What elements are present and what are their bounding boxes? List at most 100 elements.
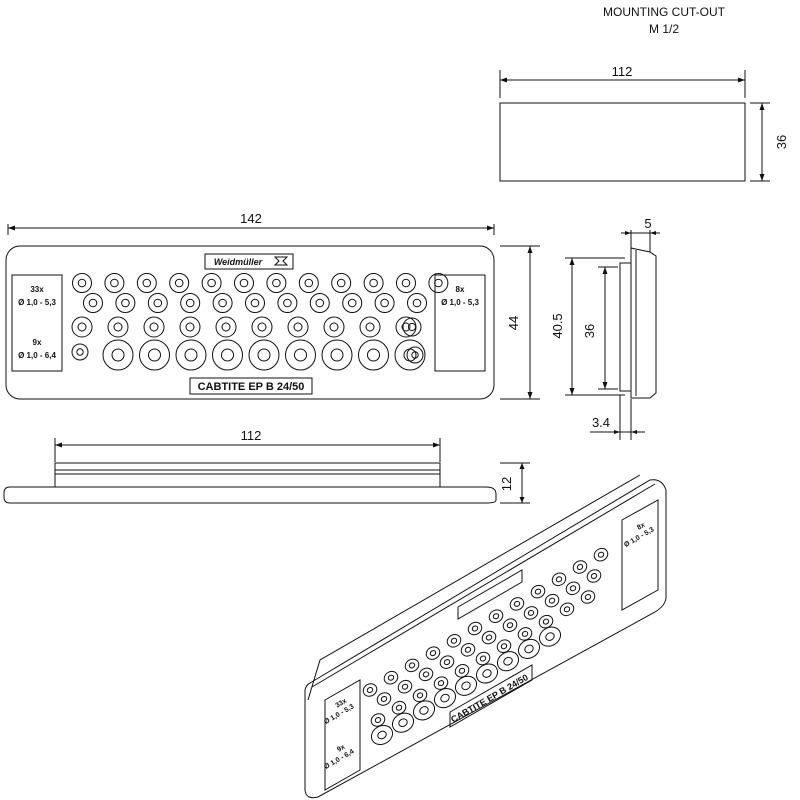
grommet-hole-small-inner [110, 278, 119, 288]
grommet-hole-small [488, 609, 504, 623]
grommet-hole-small [406, 346, 424, 364]
grommet-hole-small [593, 547, 609, 562]
perspective-top-edge [311, 483, 656, 688]
cutout-rectangle [499, 102, 746, 182]
mounting-cutout-view: 112 36 [499, 64, 789, 182]
grommet-hole-small-inner [597, 551, 605, 558]
grommet-hole-large [248, 339, 280, 371]
grommet-hole-large [538, 626, 562, 647]
front-product-plate [189, 377, 313, 395]
grommet-hole-small-inner [77, 278, 87, 288]
grommet-hole-small [428, 273, 449, 293]
grommet-hole-small-inner [479, 655, 487, 662]
grommet-hole-small [396, 273, 416, 293]
grommet-hole-small-inner [185, 298, 195, 308]
bottom-flange [3, 486, 497, 504]
grommet-hole-small [580, 590, 596, 604]
grommet-hole-small [402, 317, 422, 337]
grommet-hole-small-inner [153, 298, 163, 308]
grommet-hole-small-inner [239, 278, 249, 288]
grommet-hole-small [412, 688, 428, 703]
grommet-hole-small-inner [329, 322, 339, 332]
perspective-product-plate [449, 664, 533, 728]
grommet-hole-small [404, 658, 420, 673]
grommet-hole-small-inner [458, 667, 466, 674]
grommet-hole-small [71, 343, 89, 361]
grommet-hole-large [475, 663, 499, 684]
grommet-hole-small [509, 597, 525, 611]
grommet-hole-small-inner [207, 278, 216, 288]
grommet-hole-small-inner [450, 637, 458, 644]
grommet-hole-large [370, 724, 394, 746]
cutout-height-label: 36 [774, 135, 789, 149]
grommet-hole-large [358, 339, 389, 371]
grommet-hole-small [496, 639, 512, 653]
grommet-hole-small-inner [221, 322, 231, 332]
grommet-hole-small [169, 273, 190, 293]
front-product-label: CABTITE EP B 24/50 [198, 381, 305, 393]
grommet-hole-small-inner [369, 278, 378, 288]
grommet-hole-small-inner [521, 630, 529, 637]
grommet-hole-small [104, 273, 125, 293]
front-left-bottom-range: Ø 1,0 - 6,4 [18, 351, 56, 360]
grommet-hole-small [201, 273, 222, 293]
grommet-hole-large-inner [294, 348, 307, 362]
grommet-hole-small-inner [185, 322, 195, 332]
grommet-hole-small-inner [304, 278, 314, 288]
grommet-hole-small [572, 560, 588, 574]
grommet-hole-small [418, 667, 434, 682]
grommet-hole-small-inner [437, 680, 445, 687]
front-view: 142 33x Ø 1,0 - 5,3 9x Ø 1,0 - 6,4 8x Ø … [5, 211, 540, 400]
grommet-hole-large [454, 675, 478, 696]
grommet-hole-small-inner [77, 322, 87, 332]
grommet-hole-small-inner [500, 643, 508, 650]
front-left-top-count: 33x [30, 285, 44, 294]
grommet-hole-small [72, 273, 92, 293]
perspective-brand-plate [457, 569, 523, 620]
side-outer-label: 40.5 [550, 313, 565, 338]
grommet-hole-small-inner [293, 322, 303, 332]
bottom-width-label: 112 [241, 428, 262, 443]
grommet-hole-small [362, 683, 378, 697]
grommet-hole-small [323, 316, 345, 338]
grommet-hole-small [446, 634, 462, 648]
grommet-hole-small-inner [365, 322, 375, 332]
grommet-hole-small [363, 273, 384, 293]
perspective-product-label: CABTITE EP B 24/50 [449, 672, 530, 724]
grommet-hole-small [370, 713, 386, 727]
grommet-hole-small [391, 700, 407, 715]
grommet-hole-small [342, 293, 363, 313]
grommet-hole-small [586, 569, 602, 583]
grommet-hole-small [551, 572, 567, 587]
grommet-hole-large-inner [461, 681, 471, 691]
grommet-hole-small-inner [142, 278, 152, 288]
grommet-hole-small-inner [149, 322, 159, 332]
grommet-hole-large-inner [367, 348, 380, 362]
grommet-hole-small [136, 273, 157, 293]
grommet-hole-small [425, 646, 441, 660]
grommet-hole-small-inner [218, 298, 227, 308]
grommet-hole-small [331, 273, 352, 293]
front-left-top-range: Ø 1,0 - 5,3 [18, 298, 56, 307]
grommet-hole-small [180, 293, 201, 313]
front-width-label: 142 [240, 211, 262, 226]
grommet-hole-small-inner [347, 298, 357, 308]
grommet-hole-small-inner [506, 622, 514, 629]
grommet-hole-small [523, 606, 539, 620]
grommet-hole-large [139, 339, 170, 371]
grommet-hole-small [277, 293, 298, 313]
grommet-hole-large [496, 651, 520, 672]
grommet-hole-small [179, 316, 201, 338]
grommet-hole-small [397, 679, 413, 694]
grommet-hole-small-inner [387, 674, 395, 681]
grommet-hole-small [530, 584, 546, 599]
grommet-hole-large [394, 339, 426, 371]
grommet-hole-small [538, 614, 554, 629]
grommet-hole-large-inner [184, 348, 198, 362]
grommet-hole-large-inner [257, 348, 271, 362]
grommet-hole-small [245, 293, 265, 313]
grommet-hole-small-inner [366, 686, 374, 694]
grommet-hole-large-inner [482, 669, 492, 678]
weidmuller-logo-icon [273, 256, 289, 266]
grommet-hole-small-inner [443, 659, 451, 666]
